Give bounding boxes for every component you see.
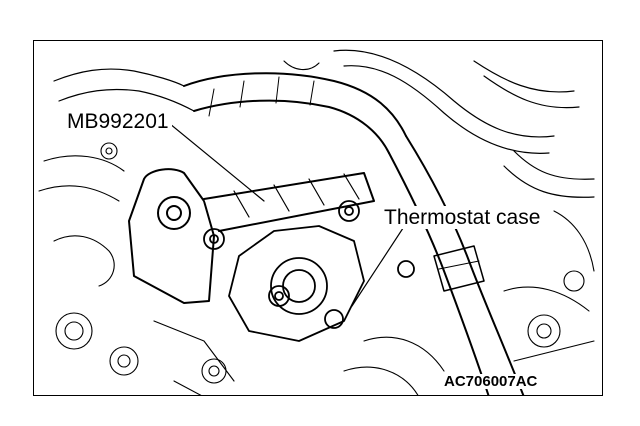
engine-details [38,60,595,395]
special-tool [128,168,375,304]
engine-illustration [38,49,595,395]
right-hose [388,135,525,395]
thermostat-case-label: Thermostat case [381,206,544,229]
figure-code: AC706007AC [442,373,540,390]
background-hoses [53,49,595,198]
tool-label: MB992201 [64,110,172,133]
thermostat-case [203,200,415,342]
upper-hose [183,72,407,154]
illustration-frame: MB992201 Thermostat case AC706007AC [33,40,603,396]
leader-lines [163,118,410,307]
